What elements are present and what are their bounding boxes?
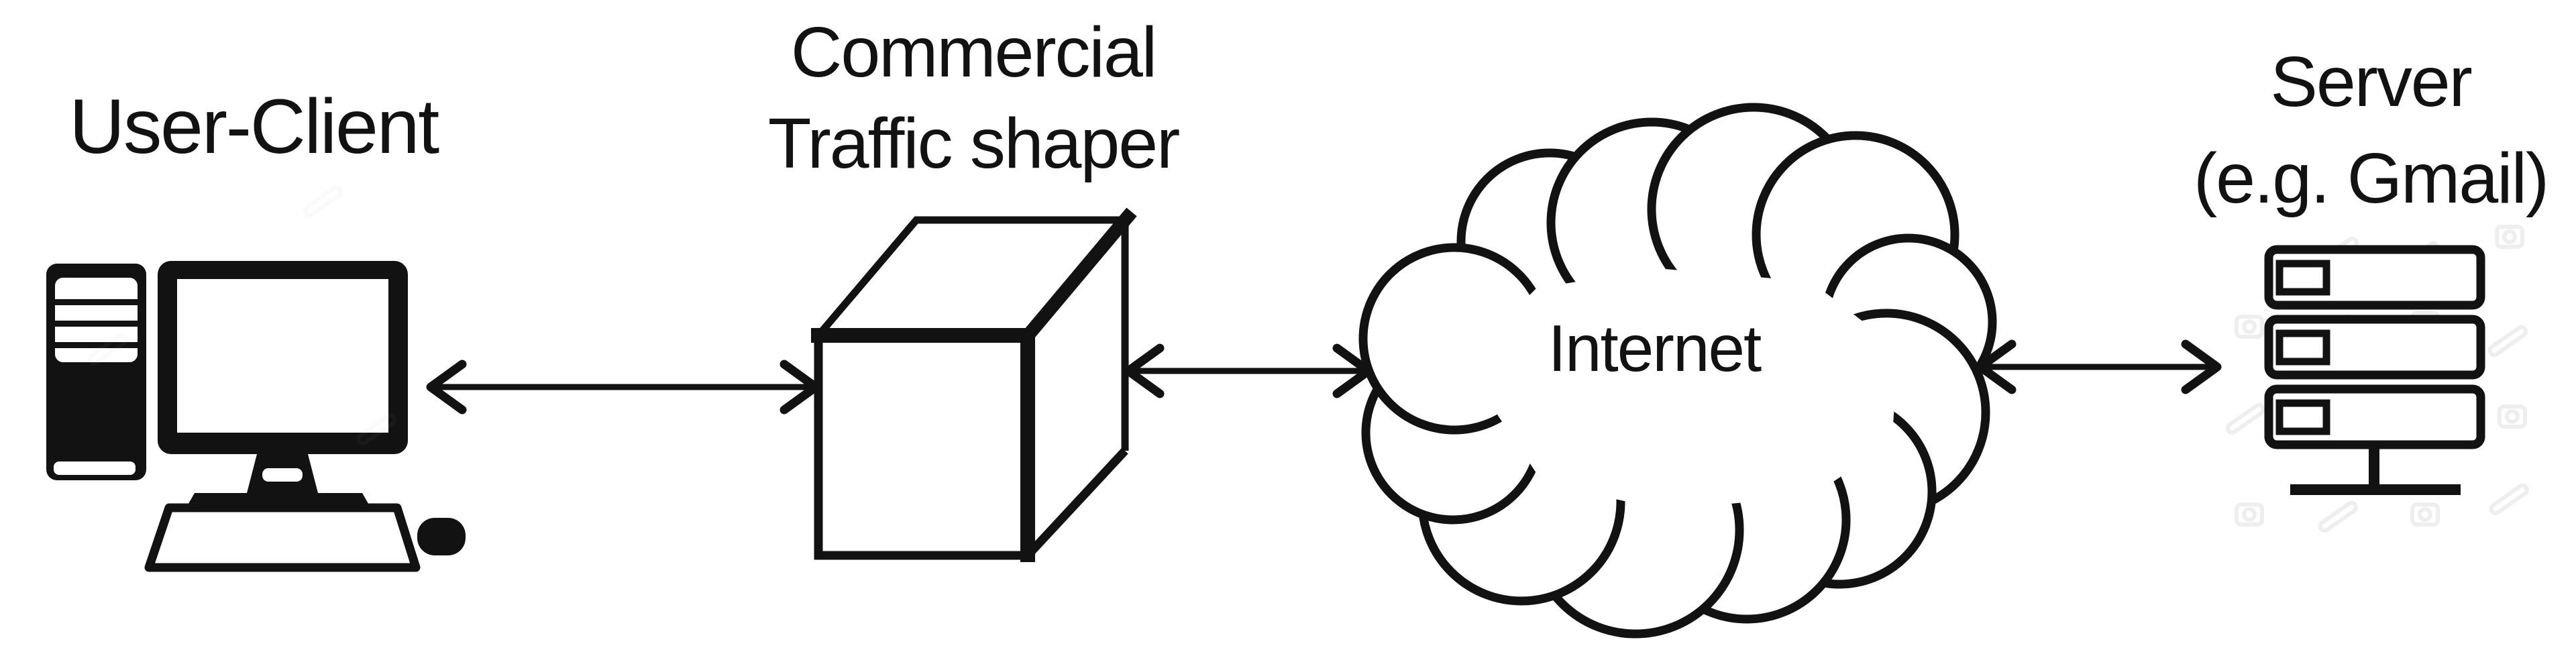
desktop-computer-icon: [46, 261, 466, 572]
watermark-marks: [88, 185, 2530, 533]
server-label-line2: (e.g. Gmail): [2194, 139, 2548, 218]
user-client-label: User-Client: [69, 84, 439, 170]
arrowhead-left-icon: [1124, 343, 1165, 398]
edge-user-client-traffic-shaper: [426, 360, 820, 415]
server-node: [88, 185, 2530, 533]
edge-traffic-shaper-internet: [1124, 343, 1373, 398]
traffic-shaper-label-line2: Traffic shaper: [768, 104, 1179, 183]
server-rack-icon: [2264, 245, 2485, 495]
user-client-node: [46, 261, 466, 572]
arrowhead-left-icon: [1976, 339, 2017, 394]
traffic-shaper-label-line1: Commercial: [791, 13, 1156, 92]
internet-node: [1358, 103, 1997, 639]
server-label-line1: Server: [2270, 42, 2471, 121]
arrowhead-left-icon: [426, 360, 467, 415]
traffic-shaper-node: [811, 207, 1137, 562]
internet-label: Internet: [1548, 311, 1762, 385]
arrowhead-right-icon: [2181, 339, 2222, 394]
cloud-interior: [1489, 268, 1898, 510]
cloud-icon: [1358, 103, 1997, 639]
cube-icon: [811, 207, 1137, 562]
edge-internet-server: [1976, 339, 2222, 394]
